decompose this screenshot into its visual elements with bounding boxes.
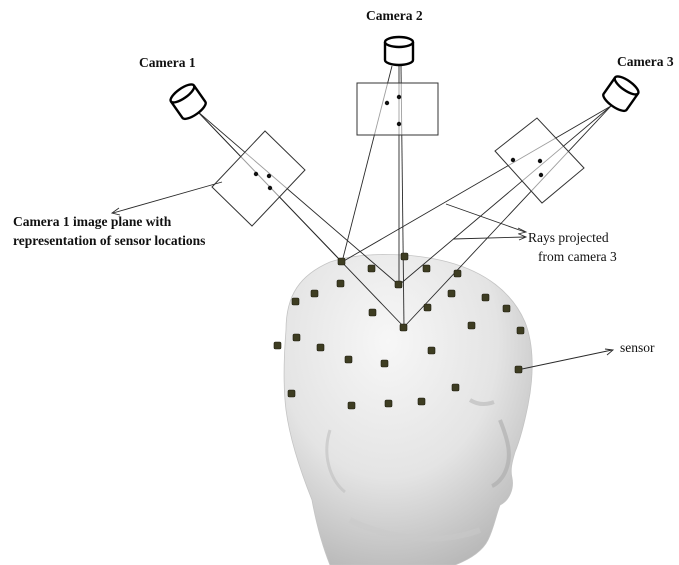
- sensor-marker: [273, 341, 282, 350]
- plane-1-point: [253, 171, 259, 177]
- image-plane-label-line1: Camera 1 image plane with: [13, 214, 172, 229]
- sensor-marker: [367, 264, 376, 273]
- sensor-marker: [451, 383, 460, 392]
- sensor-marker: [310, 289, 319, 298]
- plane-2-point: [396, 94, 402, 100]
- sensor-marker: [344, 355, 353, 364]
- camera-2-icon: [383, 35, 415, 67]
- sensor-pointer: [521, 348, 615, 370]
- sensor-marker: [291, 297, 300, 306]
- camera-3-label: Camera 3: [617, 54, 674, 69]
- sensor-marker: [380, 359, 389, 368]
- rays-pointer: [445, 203, 528, 241]
- sensor-marker: [368, 308, 377, 317]
- camera-1-label: Camera 1: [139, 55, 196, 70]
- sensor-marker: [514, 365, 523, 374]
- sensor-marker: [417, 397, 426, 406]
- plane-1-point: [266, 173, 272, 179]
- jaw-shading: [348, 517, 482, 542]
- sensor-marker: [316, 343, 325, 352]
- ear-shading: [325, 429, 346, 494]
- sensor-markers: [273, 252, 525, 410]
- sensor-marker: [502, 304, 511, 313]
- image-plane-label-line2: representation of sensor locations: [13, 233, 205, 248]
- camera-3-icon: [602, 75, 640, 113]
- sensor-marker: [400, 252, 409, 261]
- plane-3-point: [510, 157, 516, 163]
- head-model: [283, 254, 533, 565]
- camera-2-label: Camera 2: [366, 8, 423, 23]
- plane-1-point: [267, 185, 273, 191]
- sensor-marker: [384, 399, 393, 408]
- camera-3-image-plane: [494, 117, 585, 204]
- nose-shading: [491, 419, 511, 488]
- plane-2-point: [396, 121, 402, 127]
- sensor-marker: [394, 280, 403, 289]
- camera-1-icon: [169, 83, 207, 121]
- sensor-marker: [422, 264, 431, 273]
- plane-3-point: [537, 158, 543, 164]
- sensor-marker: [516, 326, 525, 335]
- sensor-marker: [481, 293, 490, 302]
- plane-3-point: [538, 172, 544, 178]
- sensor-marker: [347, 401, 356, 410]
- sensor-marker: [427, 346, 436, 355]
- head-shape: [283, 254, 533, 565]
- image-plane-pointer: [110, 181, 223, 216]
- plane-2-point: [384, 100, 390, 106]
- sensor-marker: [447, 289, 456, 298]
- sensor-marker: [292, 333, 301, 342]
- camera-1-image-plane: [211, 130, 306, 227]
- sensor-marker: [467, 321, 476, 330]
- sensor-marker: [287, 389, 296, 398]
- rays-label-line2: from camera 3: [538, 249, 617, 264]
- camera-3-rays: [341, 105, 612, 328]
- sensor-label: sensor: [620, 340, 655, 355]
- sensor-marker: [423, 303, 432, 312]
- eye-shading: [468, 398, 495, 407]
- sensor-marker: [453, 269, 462, 278]
- sensor-marker: [336, 279, 345, 288]
- rays-label-line1: Rays projected: [528, 230, 609, 245]
- camera-2-image-plane: [356, 82, 439, 136]
- sensor-marker: [337, 257, 346, 266]
- sensor-marker: [399, 323, 408, 332]
